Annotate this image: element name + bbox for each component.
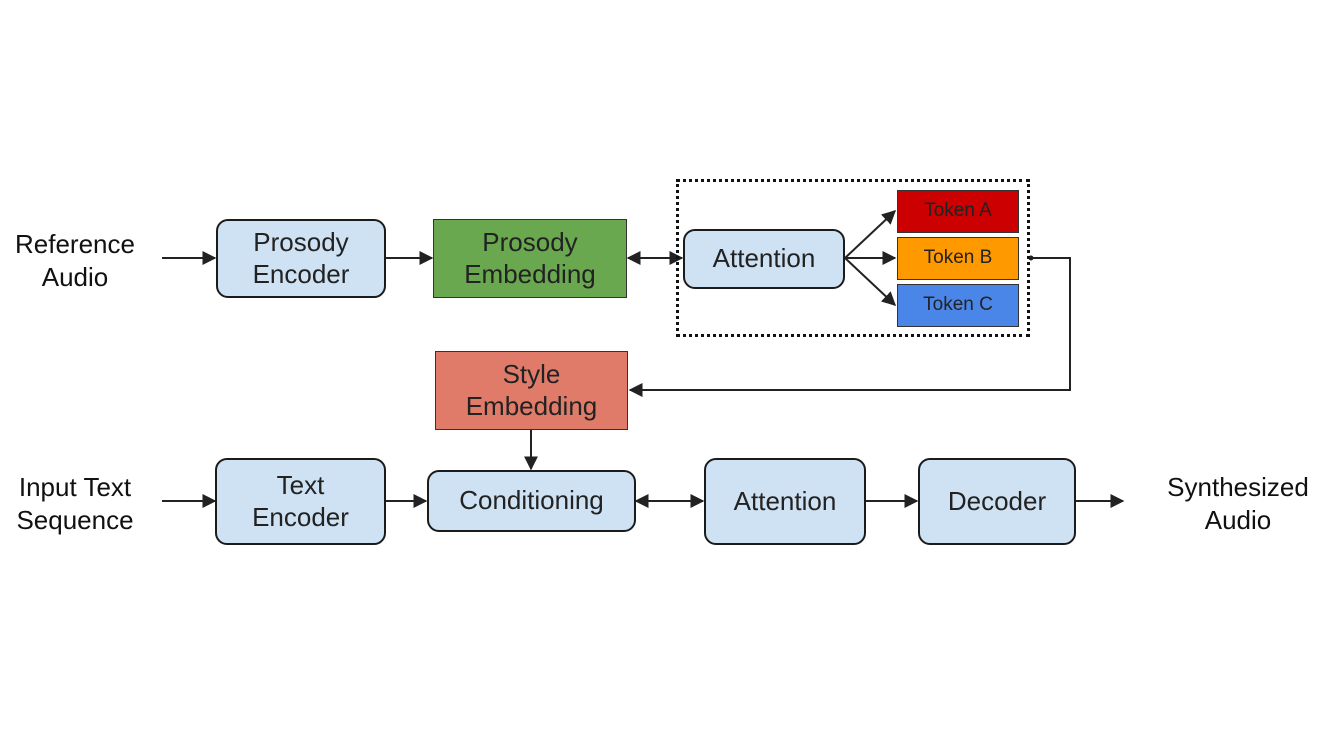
arrow-attention-token-a <box>844 210 897 259</box>
conditioning-block: Conditioning <box>427 470 636 532</box>
reference-audio-label: Reference Audio <box>15 229 135 292</box>
token-b-block: Token B <box>897 237 1019 280</box>
synthesized-audio-label: Synthesized Audio <box>1167 472 1309 535</box>
prosody-embedding-block: Prosody Embedding <box>433 219 627 298</box>
prosody-encoder-block: Prosody Encoder <box>216 219 386 298</box>
text-encoder-block: Text Encoder <box>215 458 386 545</box>
style-token-layer-boundary <box>676 179 1030 337</box>
style-embedding-block: Style Embedding <box>435 351 628 430</box>
arrow-attention-token-c <box>844 257 897 306</box>
decoder-block: Decoder <box>918 458 1076 545</box>
arrow-tokens-to-style <box>628 257 1071 397</box>
token-c-block: Token C <box>897 284 1019 327</box>
attention-block-bottom: Attention <box>704 458 866 545</box>
input-text-sequence-label: Input Text Sequence <box>16 472 134 535</box>
token-a-block: Token A <box>897 190 1019 233</box>
attention-block-top: Attention <box>683 229 845 289</box>
